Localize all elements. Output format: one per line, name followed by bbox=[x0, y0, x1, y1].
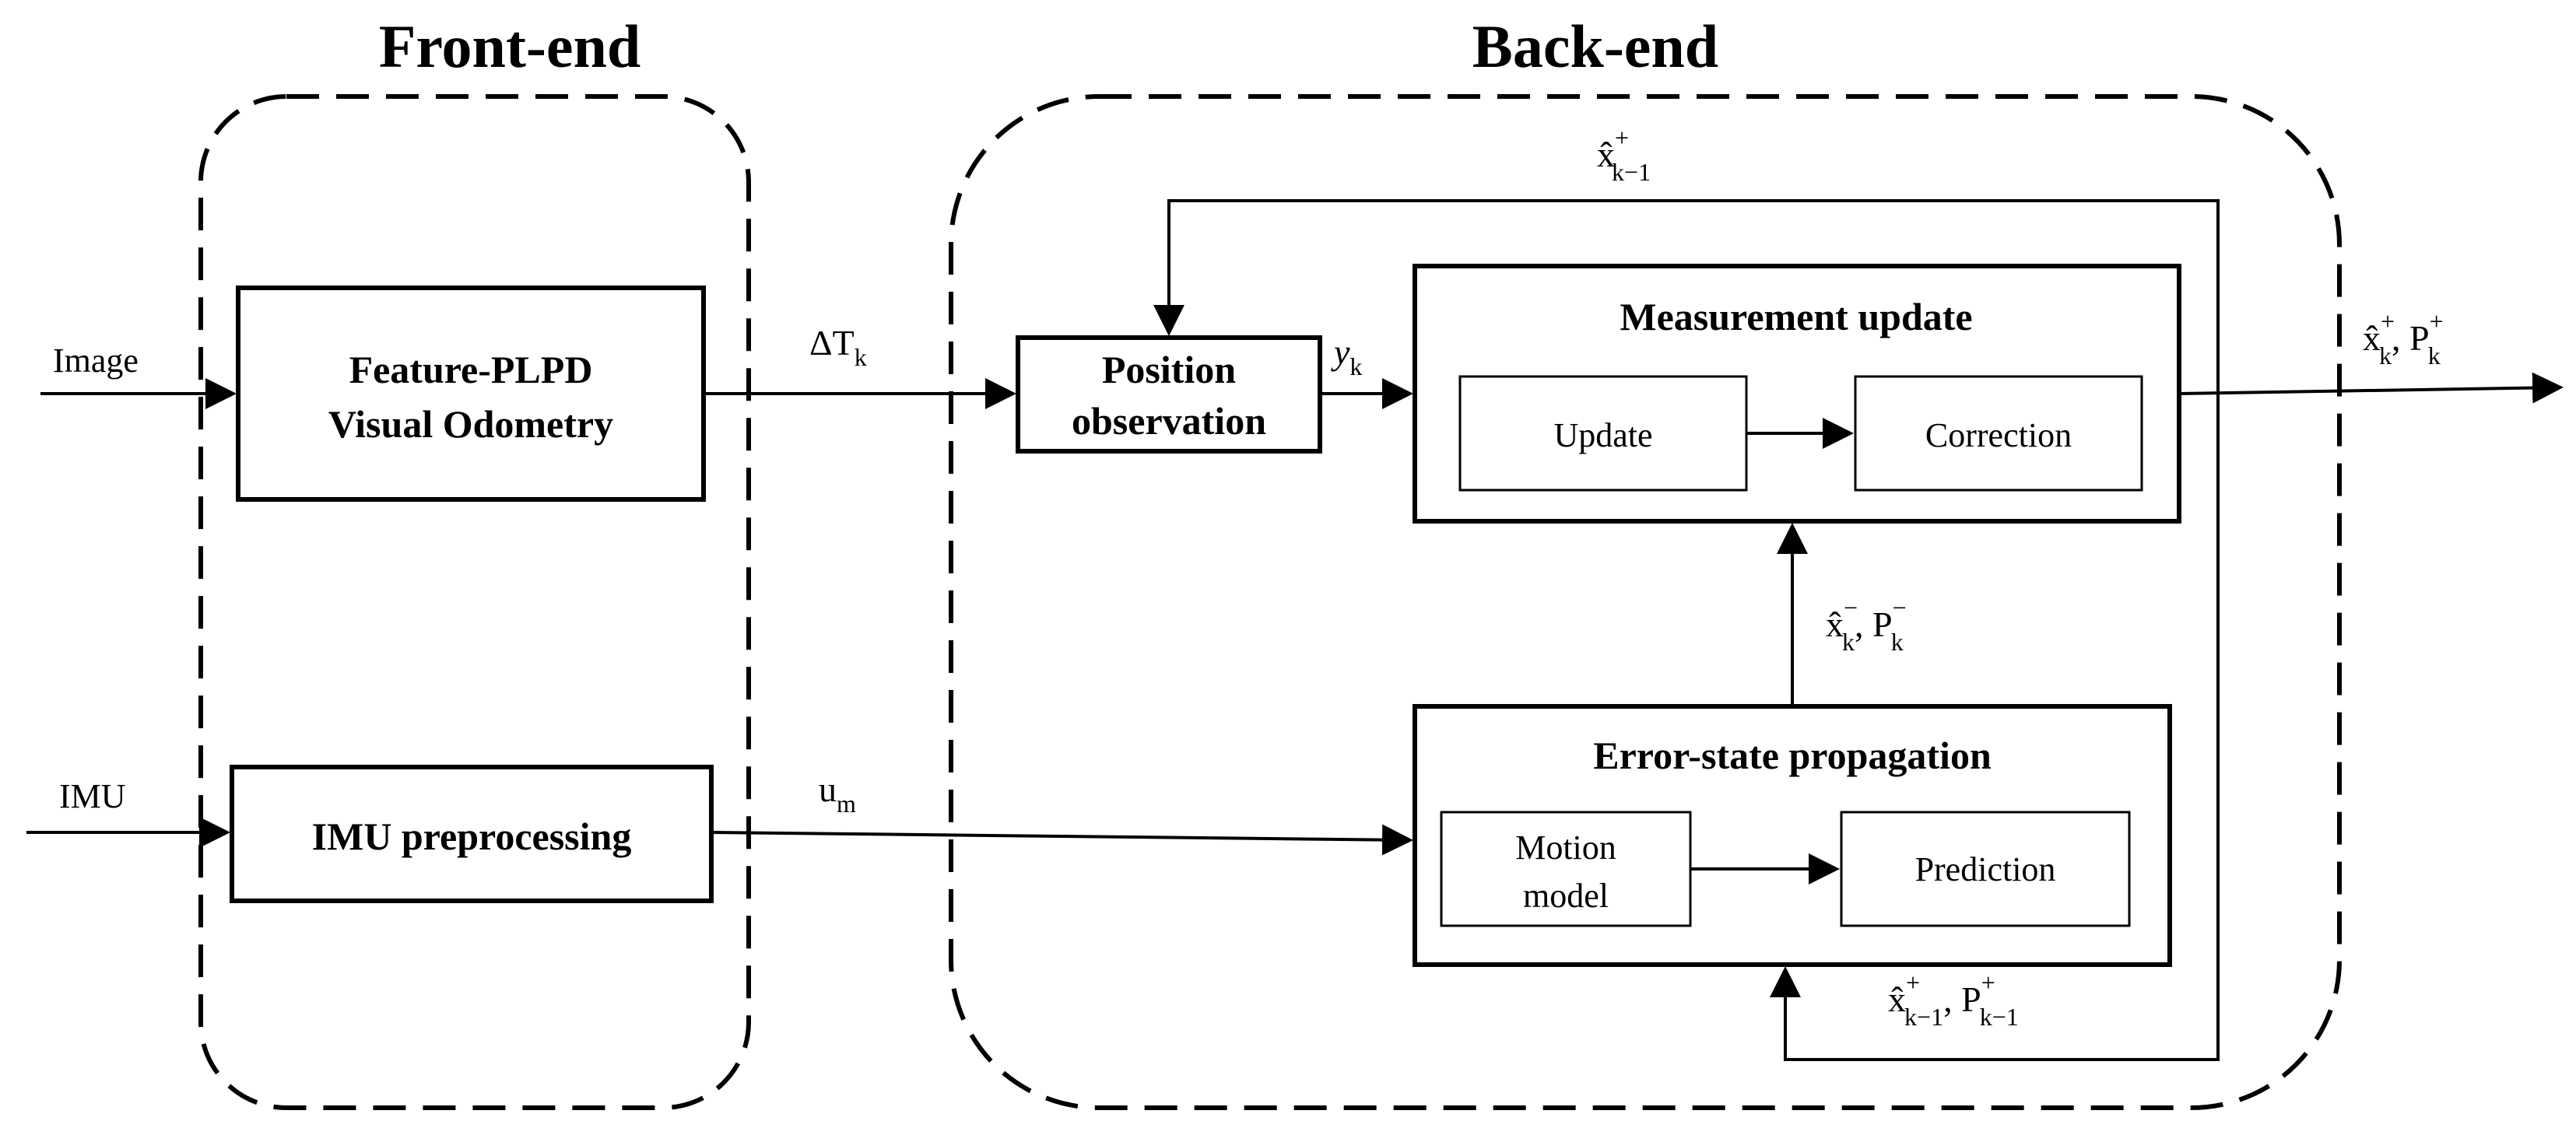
feature-vo-block bbox=[236, 286, 706, 502]
prediction-box bbox=[1840, 811, 2131, 927]
prior-label: x̂−k, P−k bbox=[1826, 594, 1907, 656]
update-label: Update bbox=[1553, 416, 1652, 454]
motion-model-box bbox=[1440, 811, 1692, 927]
u-arrow bbox=[711, 824, 1413, 856]
position-observation-block bbox=[1016, 335, 1322, 454]
update-box bbox=[1458, 375, 1748, 492]
measurement-update-title: Measurement update bbox=[1620, 295, 1972, 338]
motion-model-line2: model bbox=[1523, 877, 1609, 915]
u-label: um bbox=[819, 769, 856, 818]
feature-vo-label-line1: Feature-PLPD bbox=[349, 348, 593, 391]
correction-label: Correction bbox=[1925, 416, 2072, 454]
position-observation-line2: observation bbox=[1072, 399, 1266, 443]
imu-preprocessing-label: IMU preprocessing bbox=[312, 814, 632, 858]
output-label: x̂+k, P+k bbox=[2363, 307, 2444, 370]
imu-input-label: IMU bbox=[59, 777, 126, 815]
backend-region bbox=[949, 94, 2342, 1110]
correction-box bbox=[1854, 375, 2143, 492]
feedback-top-loop bbox=[1153, 199, 2220, 391]
position-observation-line1: Position bbox=[1102, 348, 1236, 391]
frontend-region bbox=[198, 94, 751, 1110]
backend-title: Back-end bbox=[1472, 12, 1718, 80]
motion-model-line1: Motion bbox=[1515, 828, 1616, 867]
y-label: yk bbox=[1331, 332, 1362, 380]
imu-preprocessing-block bbox=[230, 765, 714, 903]
frontend-title: Front-end bbox=[379, 12, 641, 80]
feedback-top-label: x̂+k−1 bbox=[1597, 124, 1651, 186]
feature-vo-label-line2: Visual Odometry bbox=[328, 402, 613, 446]
output-arrow bbox=[2178, 372, 2564, 404]
error-state-propagation-title: Error-state propagation bbox=[1593, 734, 1992, 777]
feedback-bottom-label: x̂+k−1, P+k−1 bbox=[1888, 969, 2019, 1031]
feedback-bottom-loop bbox=[1770, 391, 2220, 1061]
delta-t-label: ΔTk bbox=[809, 323, 867, 371]
image-input-label: Image bbox=[53, 342, 139, 380]
prediction-label: Prediction bbox=[1915, 850, 2056, 888]
